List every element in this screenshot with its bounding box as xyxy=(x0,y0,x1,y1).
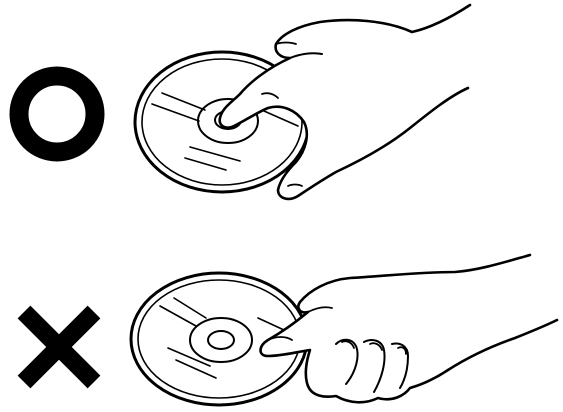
correct-handling-panel xyxy=(19,5,470,199)
hand-icon xyxy=(220,5,470,199)
disc-hub-ring xyxy=(190,318,252,362)
cross-mark-icon xyxy=(24,312,94,382)
hand-icon xyxy=(261,255,558,402)
circle-mark-icon xyxy=(19,76,95,152)
disc-center-hole xyxy=(208,331,234,349)
incorrect-handling-panel xyxy=(24,255,557,405)
